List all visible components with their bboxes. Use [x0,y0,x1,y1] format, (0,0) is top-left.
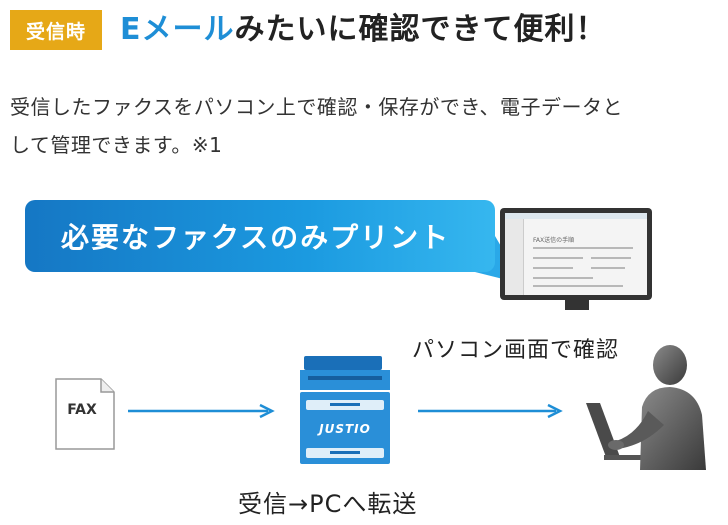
description-line-1: 受信したファクスをパソコン上で確認・保存ができ、電子データと [10,95,623,119]
headline: Eメールみたいに確認できて便利！ [120,9,607,51]
arrow-right-icon [128,403,275,419]
description-line-2: して管理できます。※1 [10,133,223,157]
headline-rest: みたいに確認できて便利！ [234,12,607,47]
monitor-stand [565,300,589,310]
multifunction-printer-icon [300,356,390,464]
receive-badge: 受信時 [10,10,102,50]
pc-caption: パソコン画面で確認 [412,338,620,363]
description: 受信したファクスをパソコン上で確認・保存ができ、電子データと して管理できます。… [10,88,722,164]
print-banner: 必要なファクスのみプリント [25,200,495,272]
monitor-doc-title: FAX送信の手順 [533,237,575,244]
arrow-right-icon [418,403,563,419]
printer-brand: JUSTIO [319,422,371,436]
person-at-computer-icon [586,345,706,470]
monitor-icon: FAX送信の手順 [500,208,652,300]
headline-accent: Eメール [120,12,235,47]
fax-document-icon [55,378,115,450]
flow-caption: 受信→PCへ転送 [238,490,418,518]
fax-label: FAX [67,402,97,418]
monitor-screen: FAX送信の手順 [505,213,647,295]
